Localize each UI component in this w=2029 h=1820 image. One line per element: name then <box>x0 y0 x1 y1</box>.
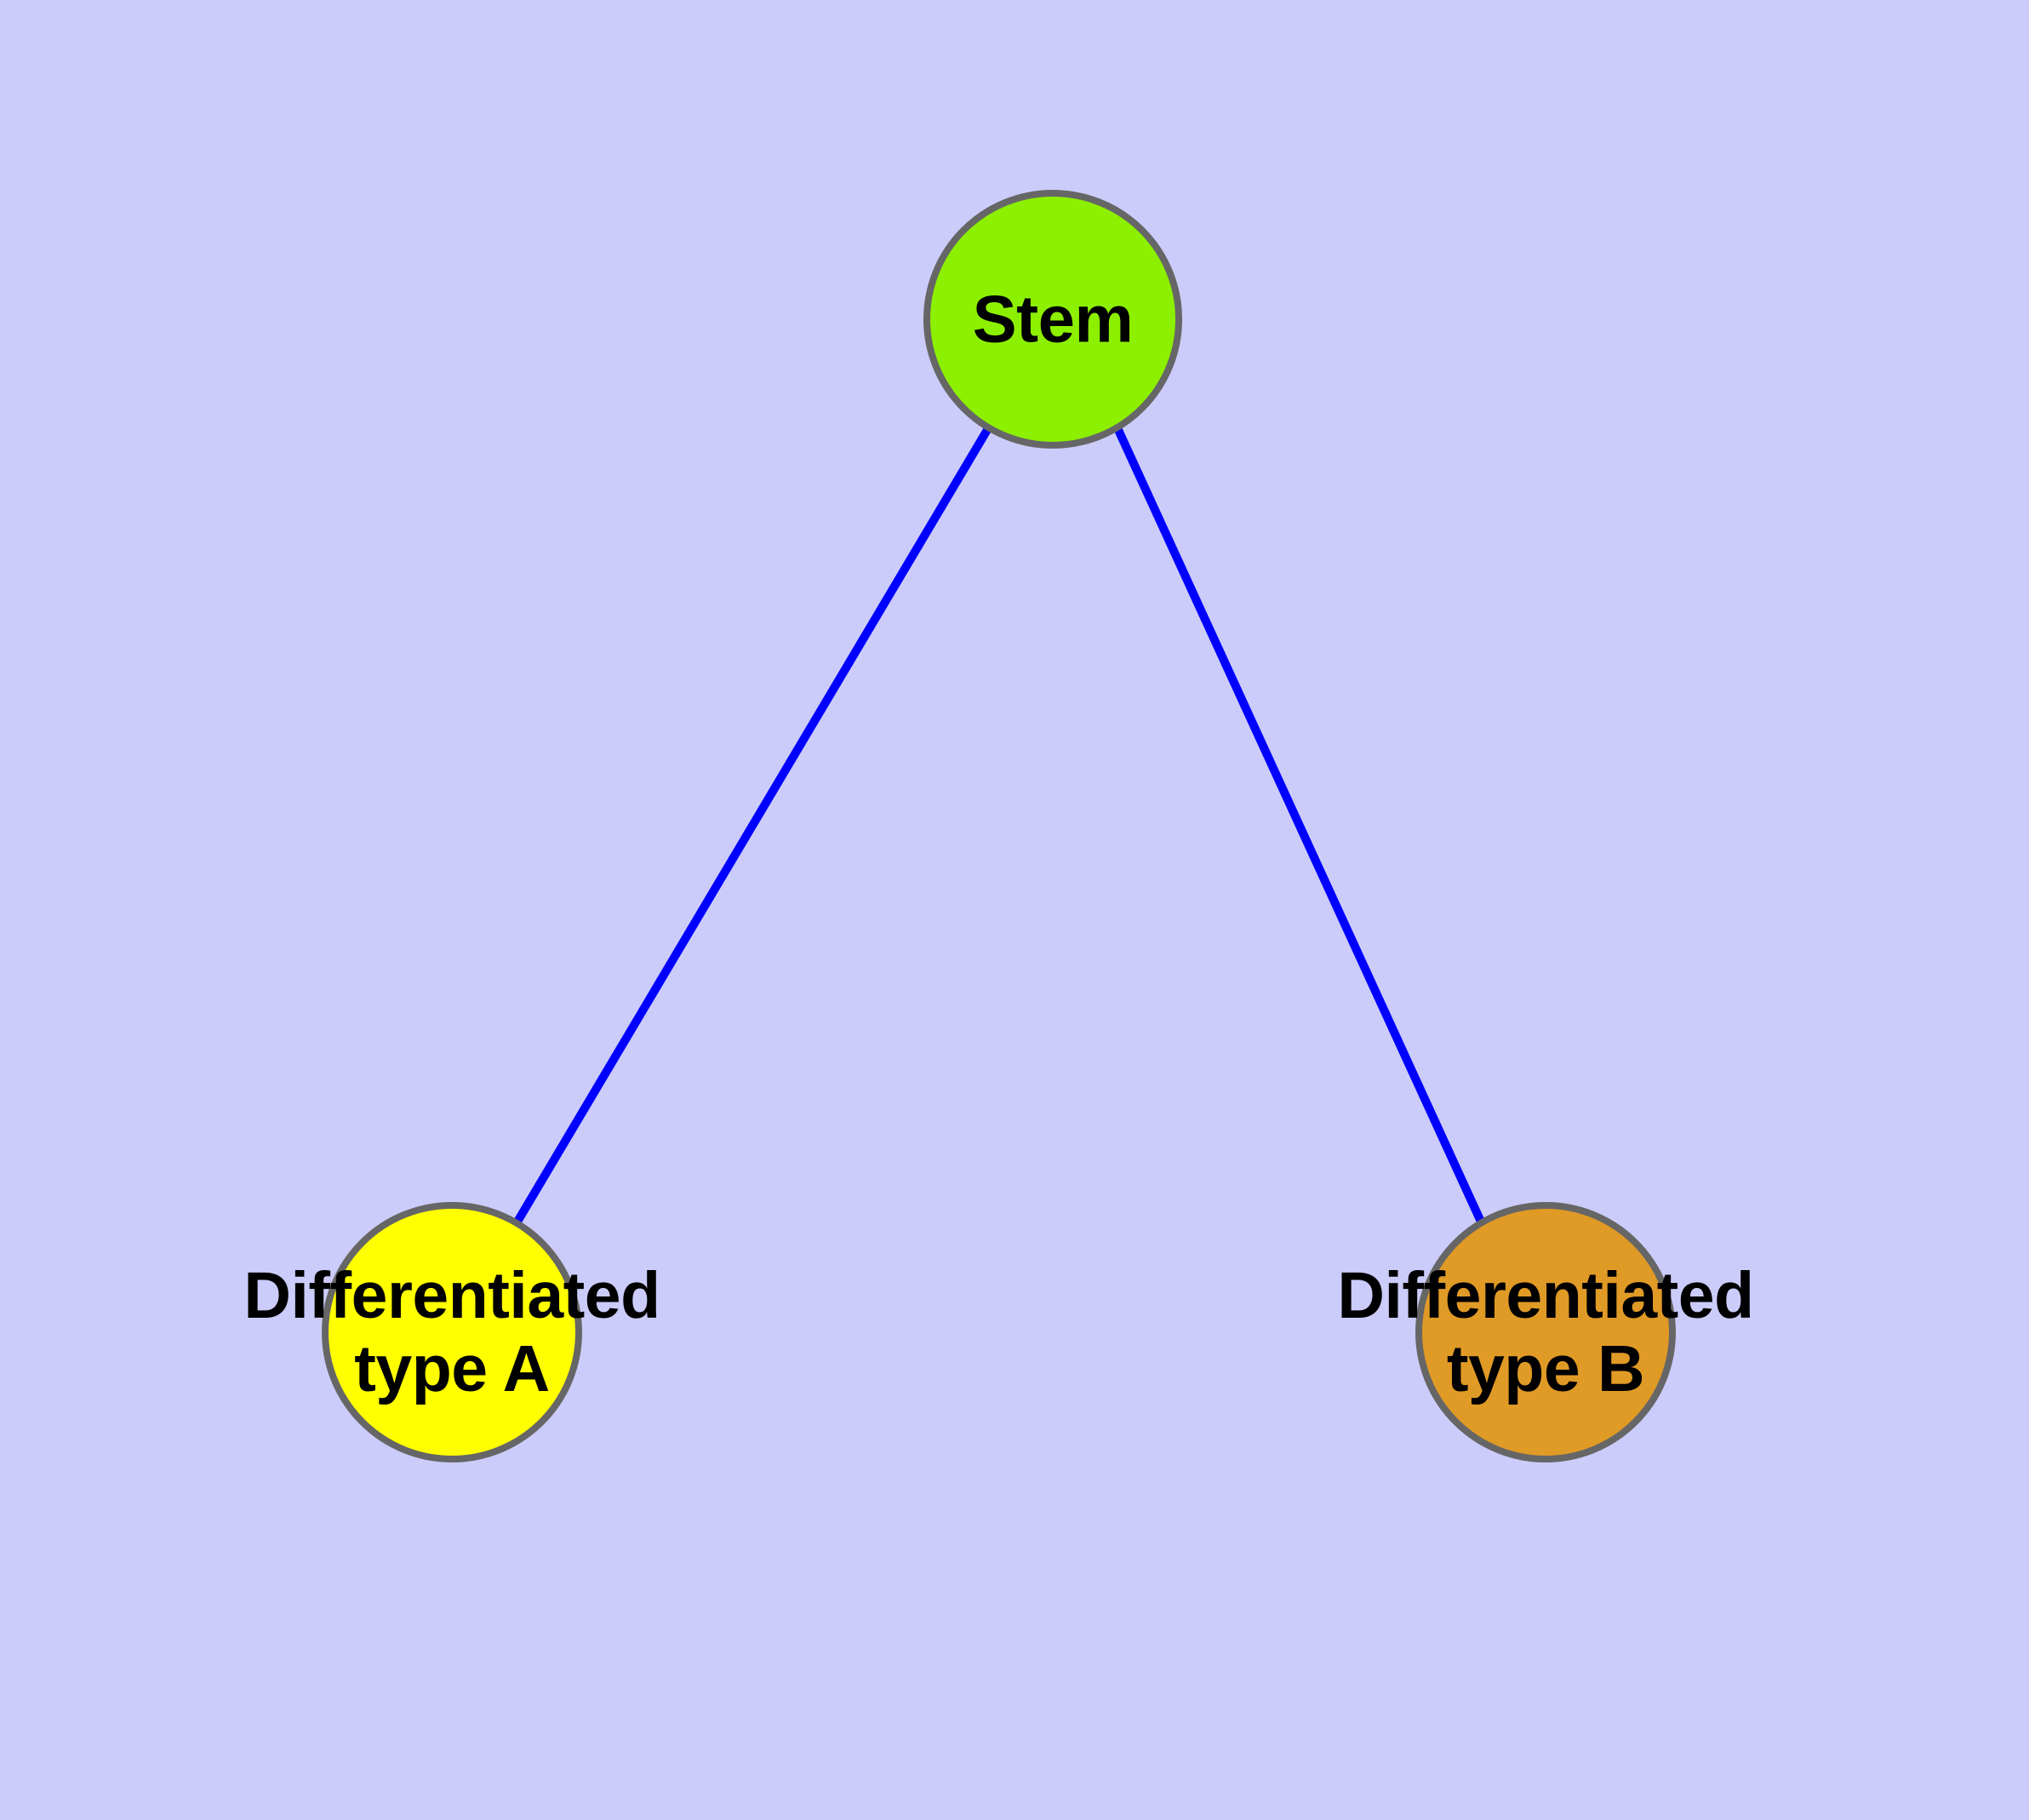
node-differentiated-type-b[interactable] <box>1415 1202 1676 1462</box>
node-differentiated-type-a[interactable] <box>322 1202 582 1462</box>
edge-stem-to-differentiated-type-a <box>513 427 992 1224</box>
edge-stem-to-differentiated-type-b <box>1114 427 1485 1224</box>
node-stem[interactable] <box>923 190 1182 449</box>
